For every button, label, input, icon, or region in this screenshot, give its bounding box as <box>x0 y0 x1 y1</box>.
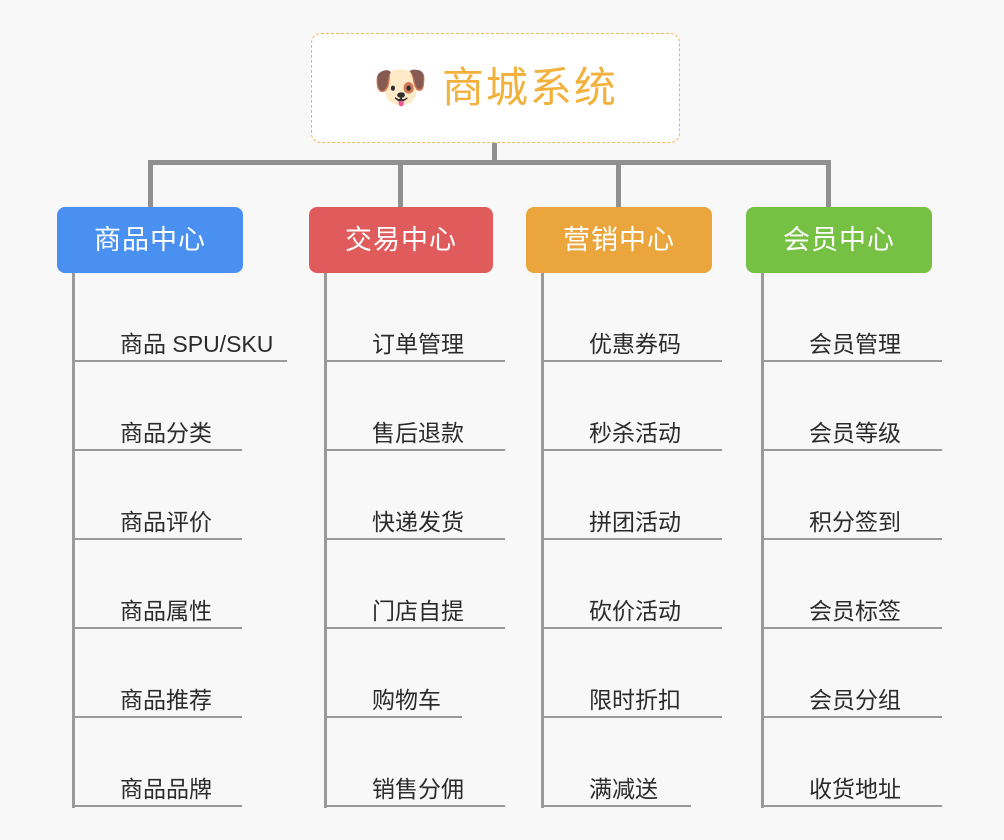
leaf-item[interactable]: 门店自提 <box>324 540 505 629</box>
leaf-item[interactable]: 收货地址 <box>761 718 942 807</box>
category-title: 商品中心 <box>94 224 206 255</box>
branch-member-center: 会员中心 会员管理 会员等级 积分签到 会员标签 会员分组 收货地址 <box>746 207 942 808</box>
category-header-member-center[interactable]: 会员中心 <box>746 207 932 273</box>
leaf-label: 商品品牌 <box>120 775 212 802</box>
leaf-label: 收货地址 <box>809 775 901 802</box>
connector-drop-marketing-center <box>616 160 621 207</box>
leaf-label: 拼团活动 <box>589 508 681 535</box>
leaf-label: 商品评价 <box>120 508 212 535</box>
leaf-list-trade-center: 订单管理 售后退款 快递发货 门店自提 购物车 销售分佣 <box>309 273 505 808</box>
leaf-label: 积分签到 <box>809 508 901 535</box>
leaf-label: 商品 SPU/SKU <box>120 330 274 357</box>
leaf-label: 快递发货 <box>372 508 464 535</box>
leaf-item[interactable]: 购物车 <box>324 629 462 718</box>
leaf-item[interactable]: 会员管理 <box>761 273 942 362</box>
category-header-marketing-center[interactable]: 营销中心 <box>526 207 712 273</box>
leaf-list-product-center: 商品 SPU/SKU 商品分类 商品评价 商品属性 商品推荐 商品品牌 <box>57 273 287 808</box>
leaf-item[interactable]: 优惠券码 <box>541 273 722 362</box>
connector-trunk <box>492 143 497 164</box>
leaf-label: 优惠券码 <box>589 330 681 357</box>
leaf-label: 购物车 <box>372 686 441 713</box>
branch-product-center: 商品中心 商品 SPU/SKU 商品分类 商品评价 商品属性 商品推荐 商品品牌 <box>57 207 287 808</box>
leaf-item[interactable]: 限时折扣 <box>541 629 722 718</box>
connector-drop-member-center <box>826 160 831 207</box>
leaf-item[interactable]: 商品 SPU/SKU <box>72 273 287 362</box>
leaf-list-member-center: 会员管理 会员等级 积分签到 会员标签 会员分组 收货地址 <box>746 273 942 808</box>
root-title: 商城系统 <box>441 64 618 111</box>
leaf-item[interactable]: 会员等级 <box>761 362 942 451</box>
leaf-item[interactable]: 商品评价 <box>72 451 242 540</box>
leaf-item[interactable]: 销售分佣 <box>324 718 505 807</box>
leaf-list-marketing-center: 优惠券码 秒杀活动 拼团活动 砍价活动 限时折扣 满减送 <box>526 273 722 808</box>
leaf-label: 砍价活动 <box>589 597 681 624</box>
leaf-label: 门店自提 <box>372 597 464 624</box>
leaf-label: 限时折扣 <box>589 686 681 713</box>
leaf-label: 商品分类 <box>120 419 212 446</box>
leaf-item[interactable]: 会员标签 <box>761 540 942 629</box>
connector-bus <box>148 160 831 165</box>
leaf-label: 会员标签 <box>809 597 901 624</box>
leaf-label: 满减送 <box>589 775 658 802</box>
leaf-item[interactable]: 积分签到 <box>761 451 942 540</box>
leaf-item[interactable]: 砍价活动 <box>541 540 722 629</box>
leaf-item[interactable]: 商品品牌 <box>72 718 242 807</box>
root-node[interactable]: 🐶 商城系统 <box>311 33 680 143</box>
leaf-item[interactable]: 满减送 <box>541 718 691 807</box>
leaf-label: 销售分佣 <box>372 775 464 802</box>
leaf-item[interactable]: 商品分类 <box>72 362 242 451</box>
leaf-item[interactable]: 商品推荐 <box>72 629 242 718</box>
leaf-label: 秒杀活动 <box>589 419 681 446</box>
category-title: 会员中心 <box>783 224 895 255</box>
category-title: 营销中心 <box>563 224 675 255</box>
dog-face-icon: 🐶 <box>373 63 428 112</box>
category-header-trade-center[interactable]: 交易中心 <box>309 207 493 273</box>
leaf-item[interactable]: 订单管理 <box>324 273 505 362</box>
leaf-item[interactable]: 会员分组 <box>761 629 942 718</box>
branch-spine <box>761 273 764 808</box>
leaf-label: 商品推荐 <box>120 686 212 713</box>
leaf-item[interactable]: 商品属性 <box>72 540 242 629</box>
leaf-label: 会员等级 <box>809 419 901 446</box>
branch-spine <box>541 273 544 808</box>
leaf-label: 商品属性 <box>120 597 212 624</box>
leaf-item[interactable]: 快递发货 <box>324 451 505 540</box>
connector-drop-trade-center <box>398 160 403 207</box>
connector-drop-product-center <box>148 160 153 207</box>
leaf-item[interactable]: 售后退款 <box>324 362 505 451</box>
branch-trade-center: 交易中心 订单管理 售后退款 快递发货 门店自提 购物车 销售分佣 <box>309 207 505 808</box>
branch-spine <box>72 273 75 808</box>
leaf-label: 售后退款 <box>372 419 464 446</box>
leaf-label: 订单管理 <box>372 330 464 357</box>
category-header-product-center[interactable]: 商品中心 <box>57 207 243 273</box>
leaf-label: 会员管理 <box>809 330 901 357</box>
branch-marketing-center: 营销中心 优惠券码 秒杀活动 拼团活动 砍价活动 限时折扣 满减送 <box>526 207 722 808</box>
category-title: 交易中心 <box>345 224 457 255</box>
branch-spine <box>324 273 327 808</box>
leaf-item[interactable]: 秒杀活动 <box>541 362 722 451</box>
leaf-label: 会员分组 <box>809 686 901 713</box>
leaf-item[interactable]: 拼团活动 <box>541 451 722 540</box>
